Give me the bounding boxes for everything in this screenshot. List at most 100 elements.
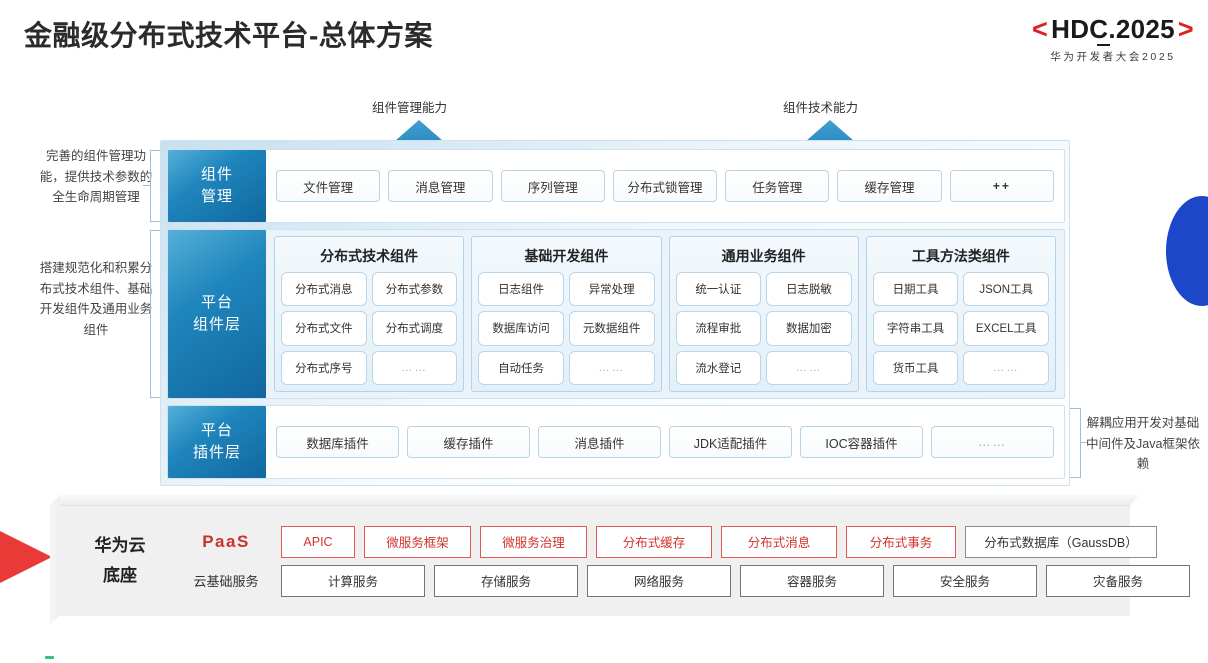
- blue-circle-decoration: [1166, 196, 1208, 306]
- cell-date-tool[interactable]: 日期工具: [872, 272, 959, 307]
- bracket-left-top: [150, 150, 161, 222]
- group-grid: 日期工具 JSON工具 字符串工具 EXCEL工具 货币工具 ……: [872, 272, 1049, 385]
- component-groups: 分布式技术组件 分布式消息 分布式参数 分布式文件 分布式调度 分布式序号 ………: [266, 230, 1064, 398]
- chip-cache-plugin[interactable]: 缓存插件: [407, 426, 530, 458]
- side-note-left-top: 完善的组件管理功能，提供技术参数的全生命周期管理: [39, 149, 153, 205]
- chip-database-plugin[interactable]: 数据库插件: [276, 426, 399, 458]
- layer-label-line-1: 平台: [200, 294, 233, 312]
- group-grid: 分布式消息 分布式参数 分布式文件 分布式调度 分布式序号 ……: [281, 272, 458, 385]
- cell-more[interactable]: ……: [568, 350, 655, 385]
- chip-file-management[interactable]: 文件管理: [276, 170, 381, 202]
- chip-sequence-management[interactable]: 序列管理: [500, 170, 605, 202]
- architecture-stack: 组件 管理 文件管理 消息管理 序列管理 分布式锁管理 任务管理 缓存管理 ++…: [160, 140, 1070, 486]
- chip-distributed-lock-management[interactable]: 分布式锁管理: [612, 170, 718, 202]
- bracket-left-bottom: [150, 230, 161, 398]
- base-bevel-left: [50, 495, 60, 625]
- hdc-logo: < HDC.2025 > 华为开发者大会2025: [1032, 14, 1194, 64]
- group-title: 通用业务组件: [721, 248, 806, 264]
- service-distributed-message[interactable]: 分布式消息: [721, 525, 837, 558]
- cell-more[interactable]: ……: [371, 350, 458, 385]
- huawei-cloud-base: 华为云 底座 PaaS APIC 微服务框架 微服务治理 分布式缓存 分布式消息…: [60, 505, 1190, 616]
- row-label-cloud-basic: 云基础服务: [193, 574, 259, 589]
- layer-label-line-2: 插件层: [192, 444, 241, 461]
- layer-body-component-management: 文件管理 消息管理 序列管理 分布式锁管理 任务管理 缓存管理 ++: [266, 150, 1064, 222]
- cell-log-masking[interactable]: 日志脱敏: [766, 272, 852, 307]
- hdc-logo-word: HDC.2025: [1051, 14, 1175, 46]
- side-note-right: 解耦应用开发对基础中间件及Java框架依赖: [1086, 416, 1200, 472]
- service-security[interactable]: 安全服务: [893, 564, 1037, 597]
- service-container[interactable]: 容器服务: [740, 564, 884, 597]
- chip-message-management[interactable]: 消息管理: [388, 170, 493, 202]
- service-network[interactable]: 网络服务: [587, 564, 731, 597]
- base-title: 华为云 底座: [60, 531, 180, 591]
- service-distributed-database[interactable]: 分布式数据库（GaussDB）: [965, 525, 1157, 558]
- cell-excel-tool[interactable]: EXCEL工具: [963, 311, 1049, 346]
- cell-string-tool[interactable]: 字符串工具: [872, 311, 959, 346]
- service-microservice-framework[interactable]: 微服务框架: [364, 525, 471, 558]
- service-disaster-recovery[interactable]: 灾备服务: [1046, 564, 1190, 597]
- service-compute[interactable]: 计算服务: [281, 564, 425, 597]
- layer-body-platform-plugin: 数据库插件 缓存插件 消息插件 JDK适配插件 IOC容器插件 ……: [266, 406, 1064, 478]
- row-label-paas: PaaS: [202, 531, 250, 551]
- bracket-tick-left-bottom: [143, 313, 150, 314]
- layer-label-line-1: 平台: [200, 422, 233, 440]
- cell-log-component[interactable]: 日志组件: [478, 272, 564, 307]
- cell-unified-auth[interactable]: 统一认证: [675, 272, 762, 307]
- layer-label-platform-component: 平台 组件层: [168, 230, 266, 398]
- layer-platform-component: 平台 组件层 分布式技术组件 分布式消息 分布式参数 分布式文件 分布式调度 分…: [167, 229, 1065, 399]
- cell-distributed-schedule[interactable]: 分布式调度: [371, 311, 458, 346]
- chip-task-management[interactable]: 任务管理: [725, 170, 830, 202]
- layer-label-line-1: 组件: [200, 166, 233, 184]
- cell-metadata-component[interactable]: 元数据组件: [568, 311, 655, 346]
- layer-component-management: 组件 管理 文件管理 消息管理 序列管理 分布式锁管理 任务管理 缓存管理 ++: [167, 149, 1065, 223]
- cell-more[interactable]: ……: [963, 350, 1049, 385]
- cell-process-approval[interactable]: 流程审批: [675, 311, 762, 346]
- arrow-label-left: 组件管理能力: [372, 101, 448, 115]
- hdc-left-bracket-icon: <: [1032, 14, 1049, 44]
- bracket-tick-right: [1080, 442, 1087, 443]
- cell-json-tool[interactable]: JSON工具: [963, 272, 1049, 307]
- cell-auto-task[interactable]: 自动任务: [478, 350, 564, 385]
- service-storage[interactable]: 存储服务: [434, 564, 578, 597]
- arrow-label-right: 组件技术能力: [783, 101, 859, 115]
- chip-ioc-container-plugin[interactable]: IOC容器插件: [800, 426, 923, 458]
- base-title-line-2: 底座: [103, 566, 137, 585]
- service-microservice-governance[interactable]: 微服务治理: [480, 525, 587, 558]
- group-grid: 统一认证 日志脱敏 流程审批 数据加密 流水登记 ……: [675, 272, 852, 385]
- chip-jdk-adapter-plugin[interactable]: JDK适配插件: [669, 426, 792, 458]
- chip-add-more[interactable]: ++: [949, 170, 1054, 202]
- cell-distributed-message[interactable]: 分布式消息: [281, 272, 367, 307]
- cell-database-access[interactable]: 数据库访问: [478, 311, 564, 346]
- service-distributed-transaction[interactable]: 分布式事务: [846, 525, 956, 558]
- cell-data-encryption[interactable]: 数据加密: [766, 311, 852, 346]
- cell-currency-tool[interactable]: 货币工具: [872, 350, 959, 385]
- base-row-paas: PaaS APIC 微服务框架 微服务治理 分布式缓存 分布式消息 分布式事务 …: [180, 525, 1190, 558]
- green-marker-decoration: [45, 656, 54, 659]
- group-basic-development: 基础开发组件 日志组件 异常处理 数据库访问 元数据组件 自动任务 ……: [471, 236, 662, 392]
- cell-exception-handling[interactable]: 异常处理: [568, 272, 655, 307]
- group-title: 分布式技术组件: [320, 248, 419, 264]
- hdc-right-bracket-icon: >: [1177, 14, 1194, 44]
- base-row-cloud-basic: 云基础服务 计算服务 存储服务 网络服务 容器服务 安全服务 灾备服务: [180, 564, 1190, 597]
- base-bevel-top: [50, 495, 1140, 505]
- group-utility-methods: 工具方法类组件 日期工具 JSON工具 字符串工具 EXCEL工具 货币工具 ……: [865, 236, 1056, 392]
- red-wedge-decoration: [0, 505, 52, 609]
- cell-distributed-file[interactable]: 分布式文件: [281, 311, 367, 346]
- cell-more[interactable]: ……: [766, 350, 852, 385]
- cell-distributed-param[interactable]: 分布式参数: [371, 272, 458, 307]
- group-title: 基础开发组件: [524, 248, 609, 264]
- chip-cache-management[interactable]: 缓存管理: [837, 170, 942, 202]
- service-apic[interactable]: APIC: [281, 525, 355, 558]
- layer-label-component-management: 组件 管理: [168, 150, 266, 222]
- hdc-logo-main: < HDC.2025 >: [1032, 14, 1194, 46]
- side-note-left-bottom: 搭建规范化和积累分布式技术组件、基础开发组件及通用业务组件: [39, 261, 153, 337]
- page-title: 金融级分布式技术平台-总体方案: [24, 20, 433, 51]
- chip-more[interactable]: ……: [931, 426, 1054, 458]
- service-distributed-cache[interactable]: 分布式缓存: [596, 525, 712, 558]
- cell-transaction-record[interactable]: 流水登记: [675, 350, 762, 385]
- group-grid: 日志组件 异常处理 数据库访问 元数据组件 自动任务 ……: [478, 272, 655, 385]
- layer-label-platform-plugin: 平台 插件层: [168, 406, 266, 478]
- cell-distributed-sequence[interactable]: 分布式序号: [281, 350, 367, 385]
- base-title-line-1: 华为云: [94, 536, 146, 556]
- chip-message-plugin[interactable]: 消息插件: [538, 426, 661, 458]
